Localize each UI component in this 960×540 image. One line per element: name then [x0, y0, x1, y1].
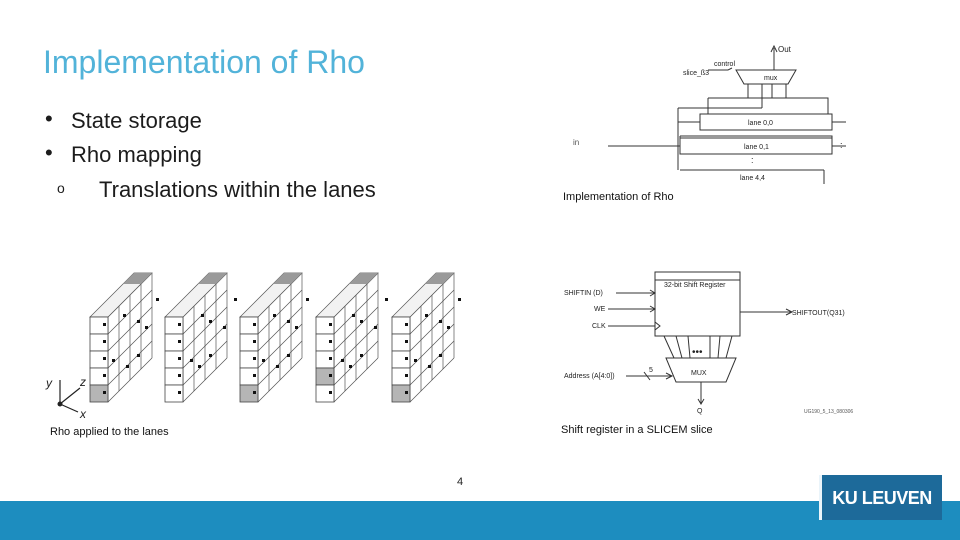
sub-bullet-text: Translations within the lanes — [99, 177, 376, 202]
figure-code: UG190_5_13_080306 — [804, 409, 853, 415]
five-label: 5 — [649, 367, 653, 374]
slide-title: Implementation of Rho — [43, 44, 365, 80]
lane-block — [164, 272, 237, 403]
shiftout-label: SHIFTOUT(Q31) — [792, 310, 845, 317]
address-label: Address (A[4:0]) — [564, 373, 615, 380]
sub-bullet-marker: o — [57, 180, 65, 196]
middle-dots: : — [751, 155, 754, 165]
slice-label: slice_ß3 — [683, 70, 709, 77]
shift-register-caption: Shift register in a SLICEM slice — [561, 424, 713, 436]
shiftin-label: SHIFTIN (D) — [564, 290, 603, 297]
q-label: Q — [697, 408, 703, 415]
side-dots: : — [840, 140, 843, 150]
z-axis-label: z — [79, 375, 86, 389]
mux-label: MUX — [691, 370, 707, 377]
lane-block — [239, 272, 309, 403]
page-number: 4 — [457, 476, 464, 488]
logo-text: KU LEUVEN — [832, 488, 932, 508]
shift-register-figure: 32-bit Shift Register SHIFTIN (D) WE CLK… — [564, 271, 853, 415]
shift-register-title: 32-bit Shift Register — [664, 282, 726, 289]
lane-01-label: lane 0,1 — [744, 144, 769, 151]
lane-block — [315, 272, 388, 403]
rho-cubes-caption: Rho applied to the lanes — [50, 426, 169, 438]
lane-00-label: lane 0,0 — [748, 120, 773, 127]
ku-leuven-logo: KU LEUVEN — [819, 475, 942, 520]
lane-block — [391, 272, 461, 403]
lanes-diagram: Out control slice_ß3 mux lane 0,0 in lan… — [573, 44, 846, 184]
x-axis-label: x — [79, 407, 87, 421]
y-axis-label: y — [45, 376, 53, 390]
cube-group — [89, 272, 461, 403]
bullet-marker: • — [45, 140, 53, 165]
mux-label: mux — [764, 75, 778, 82]
lanes-diagram-caption: Implementation of Rho — [563, 191, 674, 203]
bullet-text: Rho mapping — [71, 142, 202, 167]
rho-cubes-figure: y z x — [45, 272, 461, 421]
bullet-marker: • — [45, 106, 53, 131]
control-label: control — [714, 61, 735, 68]
axis-origin — [57, 401, 63, 407]
lane-block — [89, 272, 159, 403]
mux-input-dots: ••• — [692, 347, 703, 358]
out-label: Out — [778, 45, 792, 54]
we-label: WE — [594, 306, 606, 313]
footer-bar — [0, 501, 960, 540]
in-label: in — [573, 138, 579, 147]
lane-44-label: lane 4,4 — [740, 175, 765, 182]
bullet-text: State storage — [71, 108, 202, 133]
clk-label: CLK — [592, 323, 606, 330]
